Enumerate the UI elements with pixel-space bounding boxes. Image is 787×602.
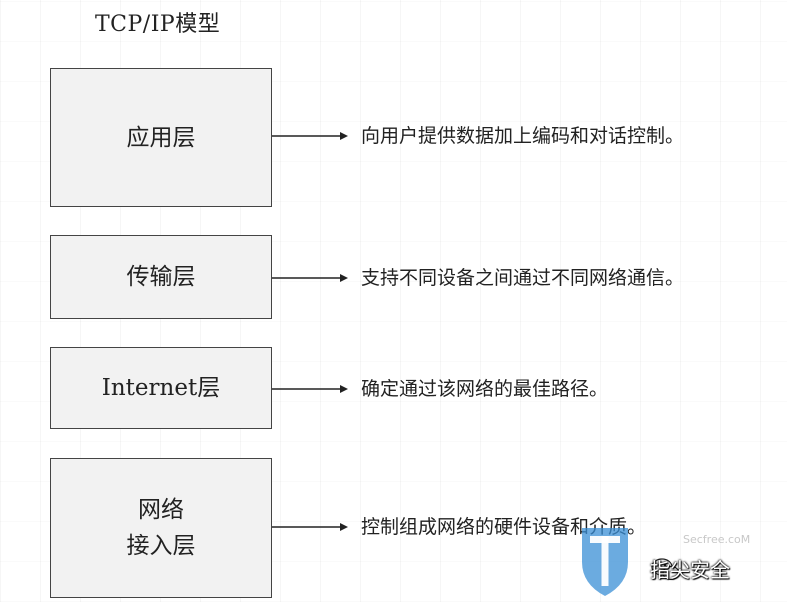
diagram-title: TCP/IP模型 [95,12,221,37]
network-access-layer-label-line1: 网络 [138,497,184,523]
application-layer-label: 应用层 [126,124,196,151]
application-layer-box: 应用层 [50,68,272,207]
internet-layer-label: Internet层 [101,375,221,401]
arrow-4 [272,523,348,531]
arrow-3 [272,385,348,393]
network-access-layer-box: 网络 接入层 [50,458,272,598]
internet-layer-description: 确定通过该网络的最佳路径。 [361,378,609,400]
wechat-icon [651,558,680,581]
watermark-name: 指尖安全 [650,558,730,582]
arrow-2 [272,274,348,282]
watermark-site: Secfree.coM [683,533,751,546]
arrow-1 [272,132,348,140]
internet-layer-box: Internet层 [50,347,272,429]
transport-layer-box: 传输层 [50,235,272,319]
network-access-layer-description: 控制组成网络的硬件设备和介质。 [361,516,647,538]
application-layer-description: 向用户提供数据加上编码和对话控制。 [361,125,685,147]
watermark-graphic [582,528,680,596]
network-access-layer-label-line2: 接入层 [126,533,196,559]
shield-T-icon [582,528,628,596]
transport-layer-label: 传输层 [126,264,196,290]
transport-layer-description: 支持不同设备之间通过不同网络通信。 [361,267,685,289]
